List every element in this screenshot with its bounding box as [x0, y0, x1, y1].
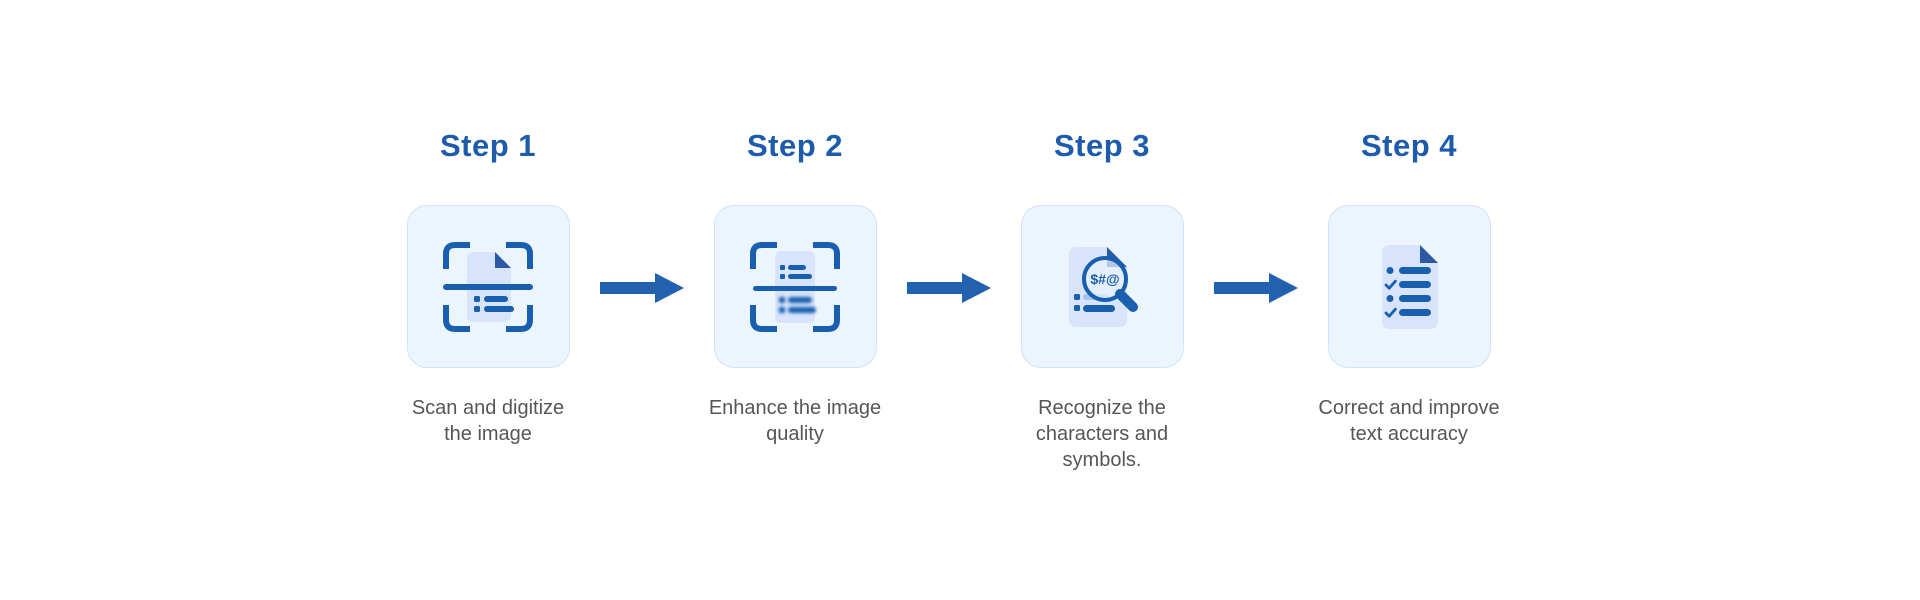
blurred-text-lines — [779, 296, 816, 313]
right-arrow-icon — [906, 273, 991, 303]
scan-frame-icon — [443, 241, 533, 332]
sharp-text-lines — [780, 264, 812, 279]
step-2-column: Step 2 — [690, 126, 900, 447]
step-4-column: Step 4 — [1304, 126, 1514, 447]
step-4-caption: Correct and improve text accuracy — [1318, 397, 1500, 445]
process-flow: Step 1 — [383, 126, 1514, 473]
right-arrow-icon — [1213, 273, 1298, 303]
checkmark-icons — [1384, 279, 1397, 318]
step-1-card — [406, 205, 570, 368]
magnifier-document-icon: $#@ — [1069, 246, 1138, 327]
step-2-title: Step 2 — [746, 128, 844, 163]
step-1-column: Step 1 — [383, 126, 593, 447]
step-4-title: Step 4 — [1360, 128, 1458, 163]
step-3-column: Step 3 $#@ — [997, 126, 1207, 473]
flow-arrow-3 — [1207, 126, 1304, 303]
flow-arrow-2 — [900, 126, 997, 303]
flow-arrow-1 — [593, 126, 690, 303]
text-lines — [474, 295, 514, 312]
checklist-document-icon — [1382, 244, 1438, 329]
step-2-caption: Enhance the image quality — [708, 397, 882, 445]
scan-line — [443, 283, 533, 290]
step-2-card — [713, 205, 877, 368]
scan-line — [753, 285, 837, 291]
enhance-scan-icon — [750, 241, 840, 332]
magnifier-icon: $#@ — [1082, 255, 1138, 312]
right-arrow-icon — [599, 273, 684, 303]
step-3-card: $#@ — [1020, 205, 1184, 368]
step-4-card — [1327, 205, 1491, 368]
scan-frame-icon — [750, 241, 840, 332]
checklist-lines — [1386, 266, 1431, 316]
step-3-title: Step 3 — [1053, 128, 1151, 163]
step-3-caption: Recognize the characters and symbols. — [1035, 397, 1169, 471]
scan-document-icon — [443, 241, 533, 332]
magnifier-text: $#@ — [1090, 271, 1119, 287]
step-1-caption: Scan and digitize the image — [411, 397, 565, 445]
step-1-title: Step 1 — [439, 128, 537, 163]
